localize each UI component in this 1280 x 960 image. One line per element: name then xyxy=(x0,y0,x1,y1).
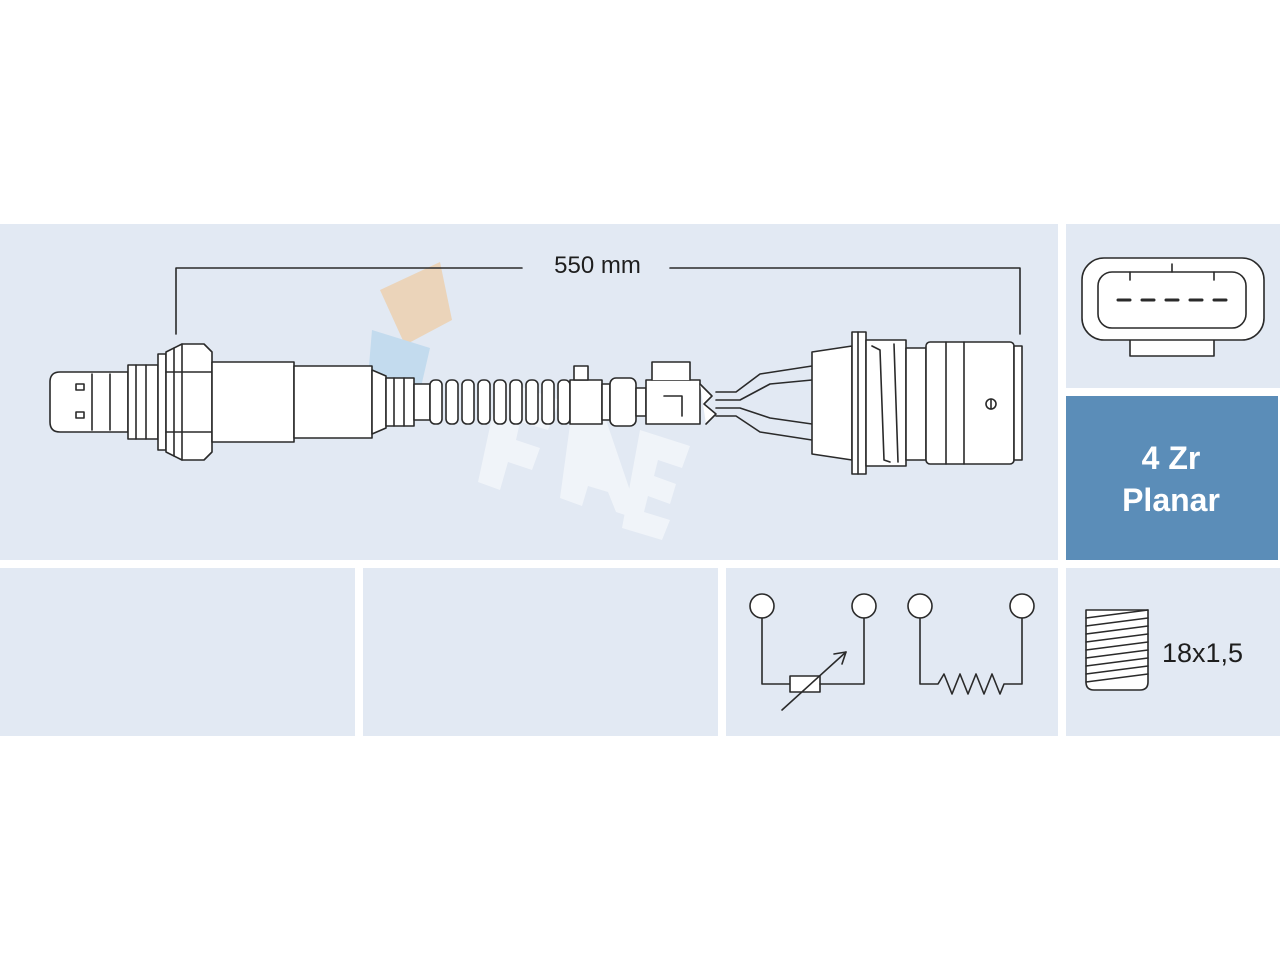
connector-plug xyxy=(811,331,1023,475)
circuit-panel xyxy=(726,568,1058,736)
dimension-line xyxy=(175,267,1021,335)
hex-nut xyxy=(165,343,213,461)
technology-panel xyxy=(1066,396,1278,560)
connector-icon xyxy=(1081,257,1265,357)
empty-panel-1 xyxy=(0,568,355,736)
technology-line-1: 4 Zr xyxy=(1141,440,1201,476)
thread-icon xyxy=(1085,609,1149,691)
technology-label: 4 Zr Planar xyxy=(1066,437,1276,521)
cable-clip xyxy=(645,361,717,425)
heater-symbol-icon xyxy=(907,593,1035,695)
wires xyxy=(715,365,813,441)
thread-size-label: 18x1,5 xyxy=(1162,638,1244,668)
resistor-symbol-icon xyxy=(749,593,877,711)
empty-panel-2 xyxy=(363,568,718,736)
corrugated-cable xyxy=(413,365,647,427)
sensor-tip xyxy=(49,353,167,451)
technology-line-2: Planar xyxy=(1122,482,1220,518)
cable-length-label: 550 mm xyxy=(554,252,641,279)
sensor-body xyxy=(211,361,415,443)
